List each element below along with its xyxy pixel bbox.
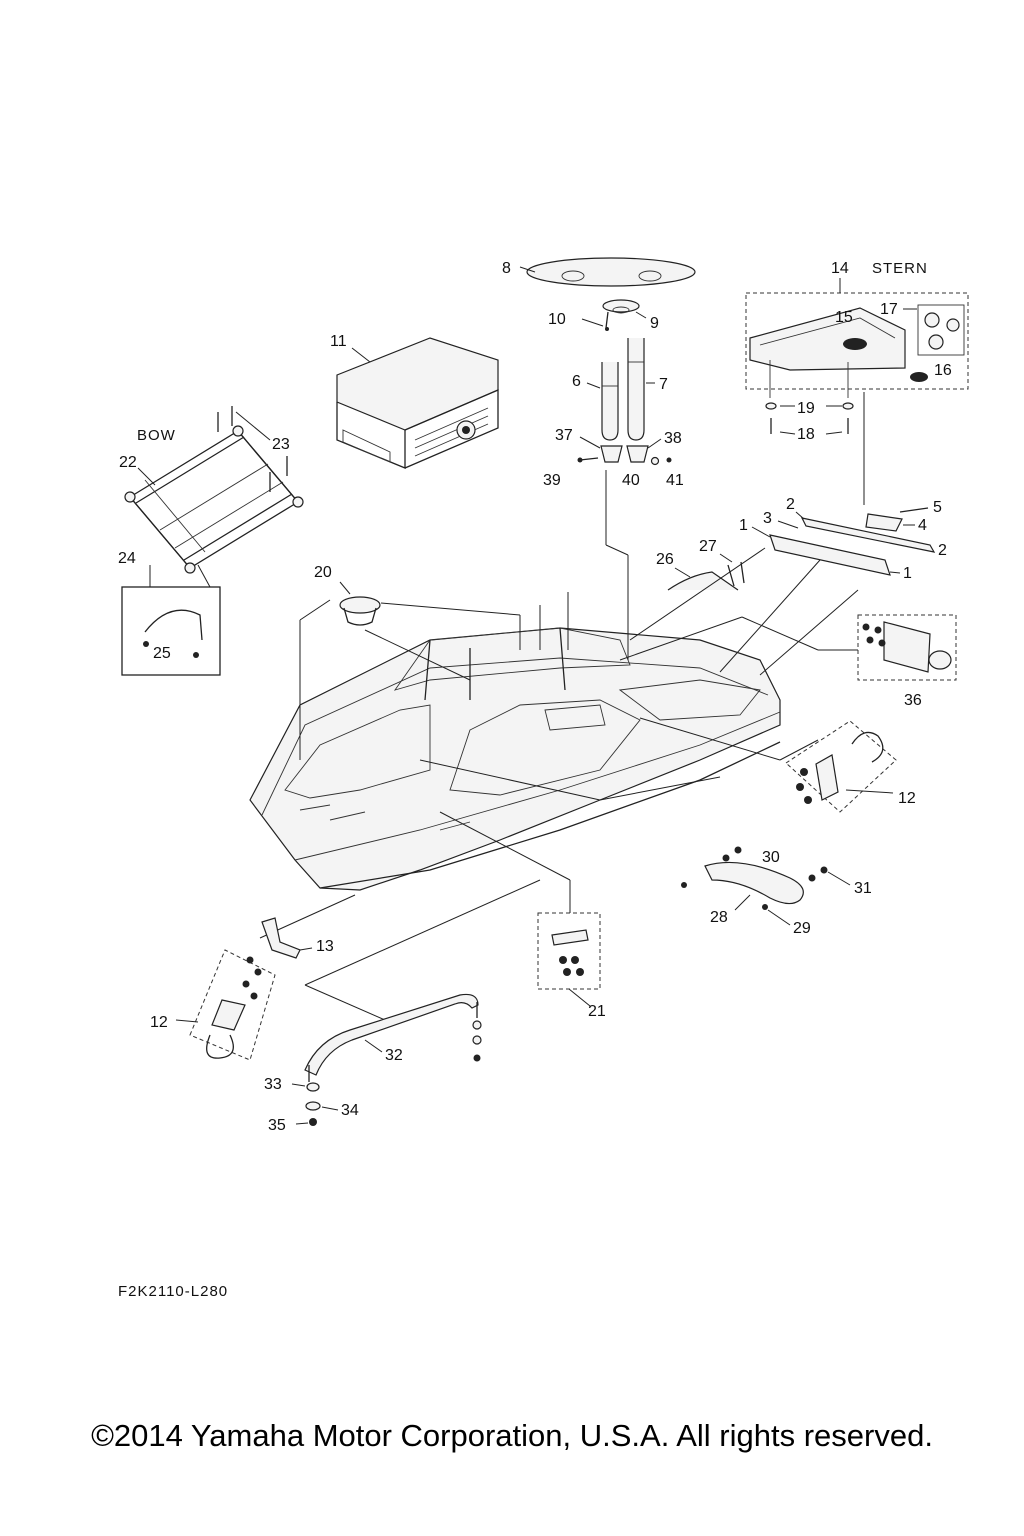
stern-ladder-kit <box>745 292 969 434</box>
cup-holder-part <box>339 596 381 626</box>
callout-17: 17 <box>880 301 898 318</box>
callout-1a: 1 <box>739 517 748 534</box>
callout-9: 9 <box>650 315 659 332</box>
callout-39: 39 <box>543 472 561 489</box>
callout-12a: 12 <box>898 790 916 807</box>
stern-plate-kit <box>857 614 957 681</box>
callout-30: 30 <box>762 849 780 866</box>
callout-36: 36 <box>904 692 922 709</box>
cooler-part <box>336 337 499 469</box>
callout-28: 28 <box>710 909 728 926</box>
callout-11: 11 <box>330 333 347 350</box>
cleat-kit <box>537 912 601 990</box>
callout-38: 38 <box>664 430 682 447</box>
callout-8: 8 <box>502 260 511 277</box>
callout-6: 6 <box>572 373 581 390</box>
table-leg-short-part <box>601 362 619 441</box>
callout-18: 18 <box>797 426 815 443</box>
bow-ladder-part <box>124 406 304 574</box>
callout-2a: 2 <box>786 496 795 513</box>
callout-41: 41 <box>666 472 684 489</box>
callout-10: 10 <box>548 311 566 328</box>
callout-26: 26 <box>656 551 674 568</box>
callout-34: 34 <box>341 1102 359 1119</box>
callout-32: 32 <box>385 1047 403 1064</box>
callout-16: 16 <box>934 362 952 379</box>
callout-23: 23 <box>272 436 290 453</box>
callout-12b: 12 <box>150 1014 168 1031</box>
copyright-notice: ©2014 Yamaha Motor Corporation, U.S.A. A… <box>91 1418 933 1453</box>
leader-8 <box>519 266 536 273</box>
callout-3: 3 <box>763 510 772 527</box>
callout-7: 7 <box>659 376 668 393</box>
tow-strap-part <box>667 561 745 591</box>
bow-rail-part <box>304 993 482 1126</box>
callout-29: 29 <box>793 920 811 937</box>
diagram-code: F2K2110-L280 <box>118 1283 229 1300</box>
table-mount-base-part <box>602 299 640 331</box>
callout-31: 31 <box>854 880 872 897</box>
stern-label: STERN <box>872 260 928 277</box>
bow-bracket-part <box>261 917 301 959</box>
callout-4: 4 <box>918 517 927 534</box>
callout-27: 27 <box>699 538 717 555</box>
ladder-strap-kit <box>121 586 221 676</box>
table-top-part <box>526 257 696 287</box>
callout-5: 5 <box>933 499 942 516</box>
table-leg-long-part <box>627 338 645 441</box>
callout-19: 19 <box>797 400 815 417</box>
stern-rail-parts <box>769 507 936 576</box>
callout-33: 33 <box>264 1076 282 1093</box>
callout-2b: 2 <box>938 542 947 559</box>
callout-35: 35 <box>268 1117 286 1134</box>
callout-13: 13 <box>316 938 334 955</box>
grab-handle-part <box>681 846 828 910</box>
callout-40: 40 <box>622 472 640 489</box>
boat-hull <box>249 627 781 891</box>
callout-1b: 1 <box>903 565 912 582</box>
callout-14: 14 <box>831 260 849 277</box>
callout-24: 24 <box>118 550 136 567</box>
callout-20: 20 <box>314 564 332 581</box>
callout-22: 22 <box>119 454 137 471</box>
bow-eye-kit-left <box>189 949 276 1061</box>
callout-15: 15 <box>835 309 853 326</box>
callout-37: 37 <box>555 427 573 444</box>
bow-label: BOW <box>137 427 176 444</box>
leg-holder-parts <box>577 445 672 466</box>
callout-25: 25 <box>153 645 171 662</box>
stern-eye-kit-right <box>785 720 897 813</box>
callout-21: 21 <box>588 1003 606 1020</box>
